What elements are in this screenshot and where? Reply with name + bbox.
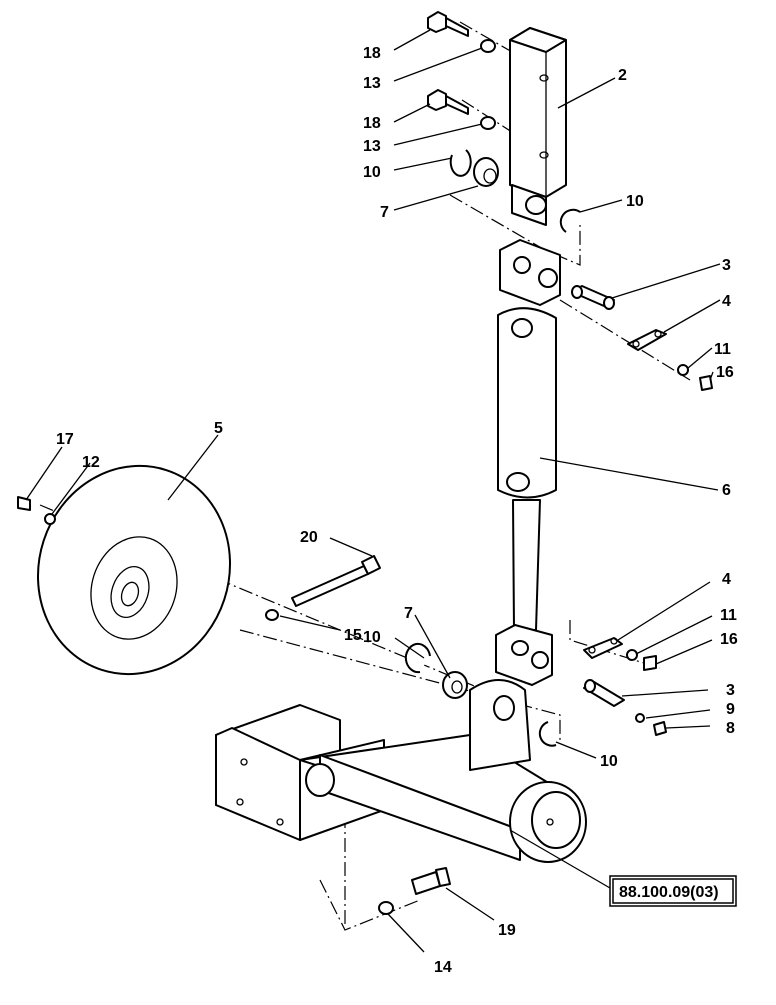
plate-4-upper — [627, 329, 667, 351]
callout-7: 7 — [404, 605, 413, 622]
bearing-7-lower — [442, 671, 468, 699]
plate-4-lower — [583, 637, 623, 659]
callout-17: 17 — [56, 431, 74, 448]
pin-3-upper — [571, 285, 615, 310]
nut-11-upper — [677, 364, 689, 376]
callout-18: 18 — [363, 115, 381, 132]
pin-3-lower — [583, 679, 625, 707]
circlip-10-lower-right — [538, 721, 557, 747]
callout-11: 11 — [714, 341, 731, 358]
callout-16: 16 — [720, 631, 738, 648]
callout-11: 11 — [720, 607, 737, 624]
callout-9: 9 — [726, 701, 735, 718]
callout-10: 10 — [600, 753, 618, 770]
washer-13-lower — [480, 116, 496, 130]
bolt-17 — [17, 496, 31, 511]
bolt-20 — [291, 555, 381, 607]
callout-16: 16 — [716, 364, 734, 381]
nut-11-lower — [626, 649, 638, 661]
bolt-16-upper — [699, 375, 713, 391]
part-5-disc — [37, 464, 231, 676]
bolt-16-lower — [643, 655, 657, 671]
washer-14 — [378, 901, 394, 915]
circlip-10-lower-left — [405, 643, 431, 674]
callout-8: 8 — [726, 720, 735, 737]
reference-code: 88.100.09(03) — [619, 884, 719, 901]
callout-3: 3 — [726, 682, 735, 699]
callout-3: 3 — [722, 257, 731, 274]
bolt-18-upper — [427, 11, 469, 37]
bolt-19 — [411, 867, 451, 895]
callout-15: 15 — [344, 627, 362, 644]
washer-9 — [635, 713, 645, 723]
callout-10: 10 — [363, 164, 381, 181]
callout-10: 10 — [626, 193, 644, 210]
callout-2: 2 — [618, 67, 627, 84]
callout-12: 12 — [82, 454, 100, 471]
swing-arm-bracket — [215, 679, 587, 863]
callout-19: 19 — [498, 922, 516, 939]
callout-10: 10 — [363, 629, 381, 646]
nut-8 — [653, 721, 667, 736]
washer-12 — [44, 513, 56, 525]
callout-7: 7 — [380, 204, 389, 221]
circlip-10-upper-left — [449, 149, 472, 177]
leader-lines — [25, 29, 721, 953]
callout-labels: 18 13 2 18 13 10 7 10 3 4 11 16 17 12 5 … — [56, 45, 738, 976]
part-6-cylinder — [495, 239, 561, 686]
callout-13: 13 — [363, 75, 381, 92]
callout-13: 13 — [363, 138, 381, 155]
circlip-10-upper-right — [559, 208, 581, 233]
callout-5: 5 — [214, 420, 223, 437]
reference-callout: 88.100.09(03) — [609, 875, 737, 907]
callout-6: 6 — [722, 482, 731, 499]
callout-14: 14 — [434, 959, 452, 976]
callout-18: 18 — [363, 45, 381, 62]
callout-4: 4 — [722, 293, 731, 310]
part-2-square-tube — [509, 27, 567, 226]
bolt-18-lower — [427, 89, 469, 115]
callout-20: 20 — [300, 529, 318, 546]
washer-13-upper — [480, 39, 496, 53]
washer-15 — [265, 609, 279, 621]
bearing-7-upper — [473, 157, 499, 187]
callout-4: 4 — [722, 571, 731, 588]
